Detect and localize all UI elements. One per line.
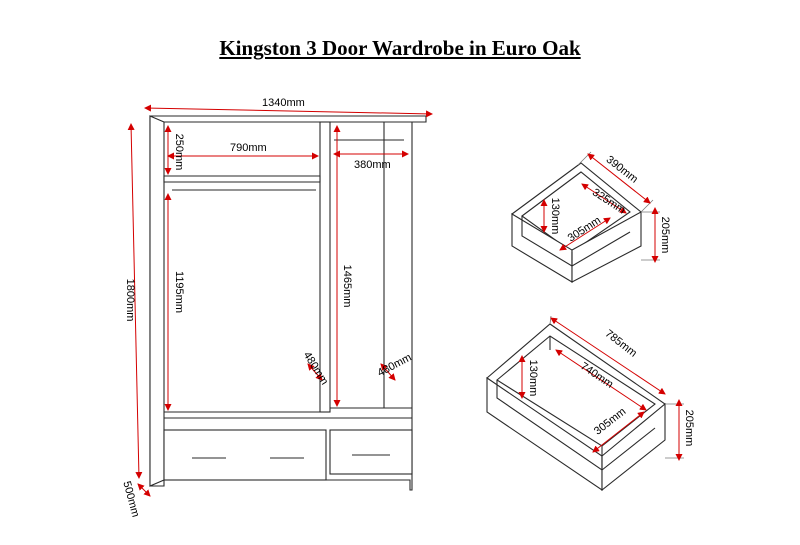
dim-depth-480-left xyxy=(307,363,323,381)
label-width-1340: 1340mm xyxy=(262,97,305,109)
label-small-outer-height: 205mm xyxy=(659,217,671,254)
dim-depth-480-right xyxy=(380,363,396,381)
label-large-outer-width: 785mm xyxy=(603,328,639,360)
dim-small-inner-depth xyxy=(559,217,611,251)
dim-large-inner-width xyxy=(555,349,647,411)
label-large-inner-height: 130mm xyxy=(527,360,539,397)
dim-height-1800 xyxy=(127,123,143,479)
dim-base-500 xyxy=(137,483,151,497)
dim-large-inner-depth xyxy=(592,411,645,453)
label-rail-380: 380mm xyxy=(354,159,391,171)
label-hanging-1465: 1465mm xyxy=(341,265,353,308)
wardrobe-dimensions xyxy=(127,104,433,497)
wardrobe-drawing xyxy=(149,115,427,491)
label-hanging-1195: 1195mm xyxy=(173,271,185,313)
diagram-title: Kingston 3 Door Wardrobe in Euro Oak xyxy=(219,36,581,60)
small-drawer-dimensions xyxy=(540,151,660,263)
label-height-1800: 1800mm xyxy=(124,279,136,322)
label-rail-790: 790mm xyxy=(230,142,267,154)
large-drawer-dimensions xyxy=(518,315,684,461)
label-shelf-250: 250mm xyxy=(173,134,185,171)
dim-small-inner-width xyxy=(581,183,627,214)
label-base-500: 500mm xyxy=(120,480,141,519)
label-small-inner-height: 130mm xyxy=(549,198,561,235)
dim-small-outer-width xyxy=(587,153,651,204)
dim-width-1340 xyxy=(144,104,433,118)
label-large-outer-height: 205mm xyxy=(683,410,695,447)
